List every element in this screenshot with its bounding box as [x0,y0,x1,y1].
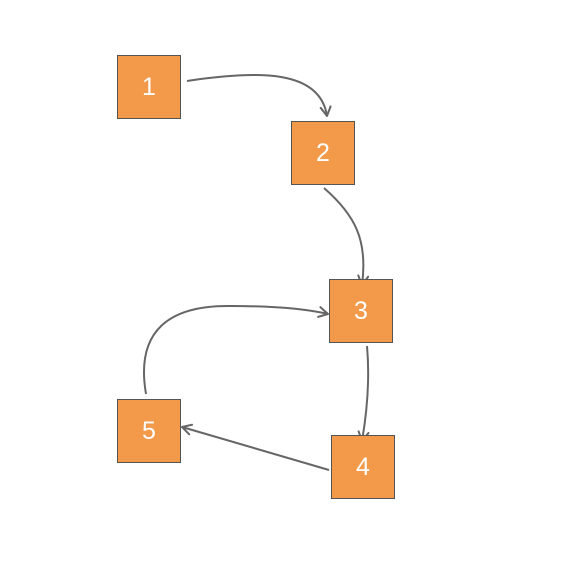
edge-5-to-3 [143,304,329,395]
node-5: 5 [117,399,181,463]
node-2: 2 [291,121,355,185]
edge-1-to-2 [186,74,332,117]
edge-4-to-5 [181,423,330,471]
node-3: 3 [329,279,393,343]
node-4-label: 4 [356,452,370,481]
node-5-label: 5 [142,416,156,445]
node-2-label: 2 [316,138,330,167]
node-4: 4 [331,435,395,499]
edge-3-to-4 [357,345,370,442]
node-3-label: 3 [354,296,368,325]
node-1-label: 1 [142,72,156,101]
edge-2-to-3 [323,187,370,286]
node-1: 1 [117,55,181,119]
